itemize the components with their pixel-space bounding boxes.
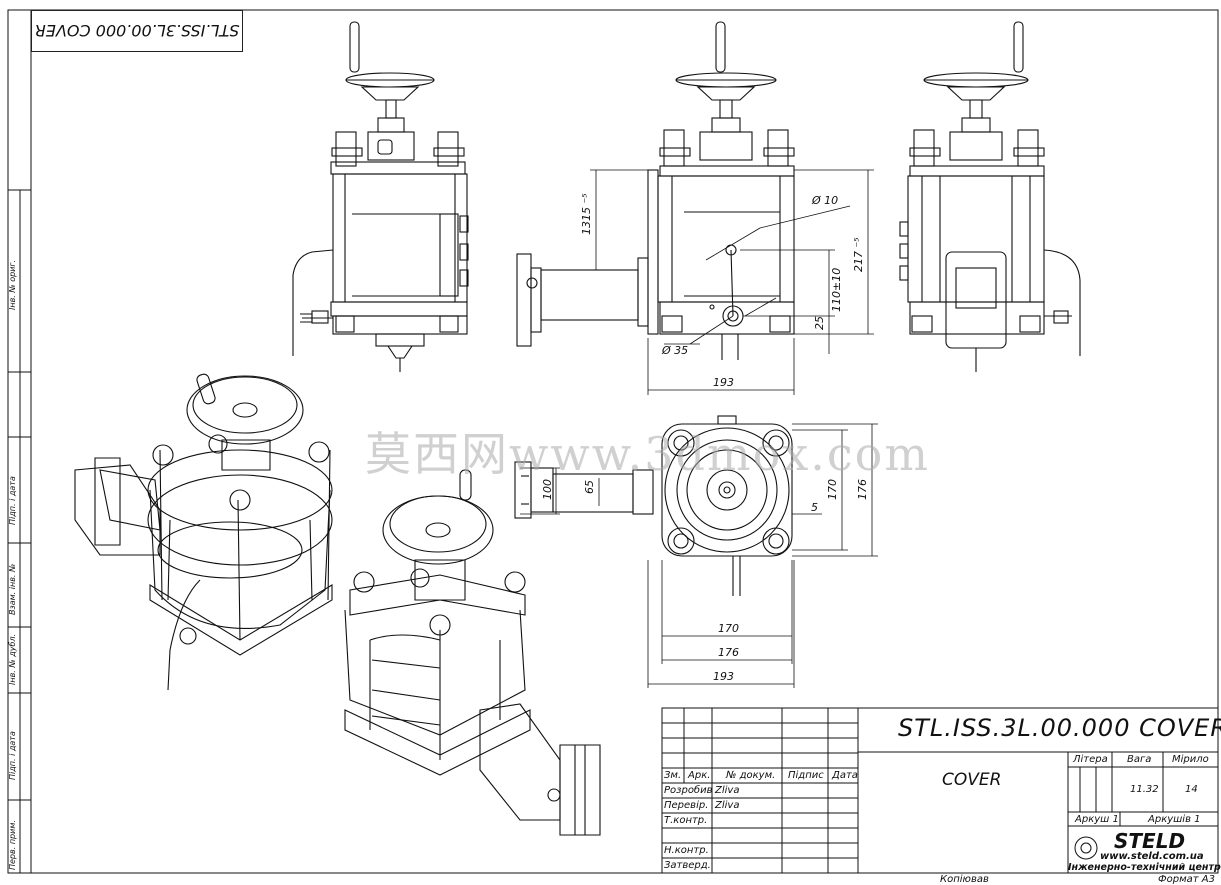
sheet-label: Аркуш 1 [1075, 814, 1119, 825]
dim-d35: Ø 35 [661, 344, 688, 357]
dim-217: 217 ⁻⁵ [852, 237, 865, 272]
dim-176-v: 176 [856, 479, 869, 500]
dim-1315: 1315 ⁻⁵ [580, 193, 593, 235]
dim-5: 5 [811, 501, 818, 514]
company-website: www.steld.com.ua [1100, 851, 1204, 862]
copied-label: Копіював [940, 874, 989, 885]
role-checked: Перевір. [664, 800, 709, 811]
front-view [292, 21, 469, 372]
dim-193-bottom: 193 [713, 670, 734, 683]
dim-193-top: 193 [713, 376, 734, 389]
scale-label: Мірило [1172, 754, 1209, 765]
watermark: 莫西网www.3dmox.com [365, 427, 930, 481]
company-logo: STELD [1114, 829, 1186, 853]
role-developed: Розробив [664, 785, 713, 796]
strip-label-3: Взам. інв. № [8, 564, 17, 615]
strip-label-5: Підп. і дата [8, 731, 17, 780]
left-strip-labels: Інв. № ориг. Підп. і дата Взам. інв. № І… [8, 260, 17, 870]
isometric-view-left [74, 373, 333, 691]
dim-110: 110±10 [830, 268, 843, 312]
side-dimensions [590, 169, 874, 395]
role-norm-control: Н.контр. [664, 845, 709, 856]
header-sign: Підпис [788, 770, 824, 781]
company-tagline: Інженерно-технічний центр [1068, 862, 1221, 873]
strip-label-4: Інв. № дубл. [8, 634, 17, 685]
scale-value: 14 [1185, 784, 1198, 795]
strip-label-6: Перв. прим. [8, 820, 17, 870]
dim-d10: Ø 10 [811, 194, 838, 207]
dim-170-h: 170 [718, 622, 739, 635]
mirrored-code-stamp: STL.ISS.3L.00.000 COVER [31, 10, 243, 52]
sheets-label: Аркушів 1 [1148, 814, 1201, 825]
person-developed: Zliva [715, 785, 740, 796]
strip-label-2: Підп. і дата [8, 476, 17, 525]
dim-25: 25 [813, 316, 826, 330]
drawing-name: COVER [942, 770, 1002, 790]
strip-label-1: Інв. № ориг. [8, 260, 17, 310]
top-dimensions [520, 423, 878, 688]
top-view [514, 415, 793, 596]
dim-176-h: 176 [718, 646, 739, 659]
isometric-view-right [344, 469, 601, 836]
sheet-frame [7, 9, 1219, 874]
header-date: Дата [832, 770, 858, 781]
title-block-lines [661, 707, 1219, 874]
format-label: Формат A3 [1158, 874, 1215, 885]
rear-view [899, 21, 1081, 372]
drawing-code: STL.ISS.3L.00.000 COVER [898, 714, 1221, 742]
role-tech-control: Т.контр. [664, 815, 708, 826]
dim-65: 65 [583, 480, 596, 494]
role-approved: Затверд. [664, 860, 711, 871]
header-doc: № докум. [726, 770, 776, 781]
dim-170-v: 170 [826, 479, 839, 500]
header-zm: Зм. [664, 770, 682, 781]
dimension-labels: 1315 ⁻⁵ Ø 10 217 ⁻⁵ 110±10 25 Ø 35 193 1… [541, 193, 869, 683]
mass-label: Вага [1127, 754, 1152, 765]
header-ark: Арк. [688, 770, 711, 781]
person-checked: Zliva [715, 800, 740, 811]
mass-value: 11.32 [1130, 784, 1159, 795]
side-view [516, 21, 795, 360]
litera-label: Літера [1073, 754, 1108, 765]
dim-100: 100 [541, 479, 554, 500]
mirrored-code-text: STL.ISS.3L.00.000 COVER [34, 21, 240, 41]
